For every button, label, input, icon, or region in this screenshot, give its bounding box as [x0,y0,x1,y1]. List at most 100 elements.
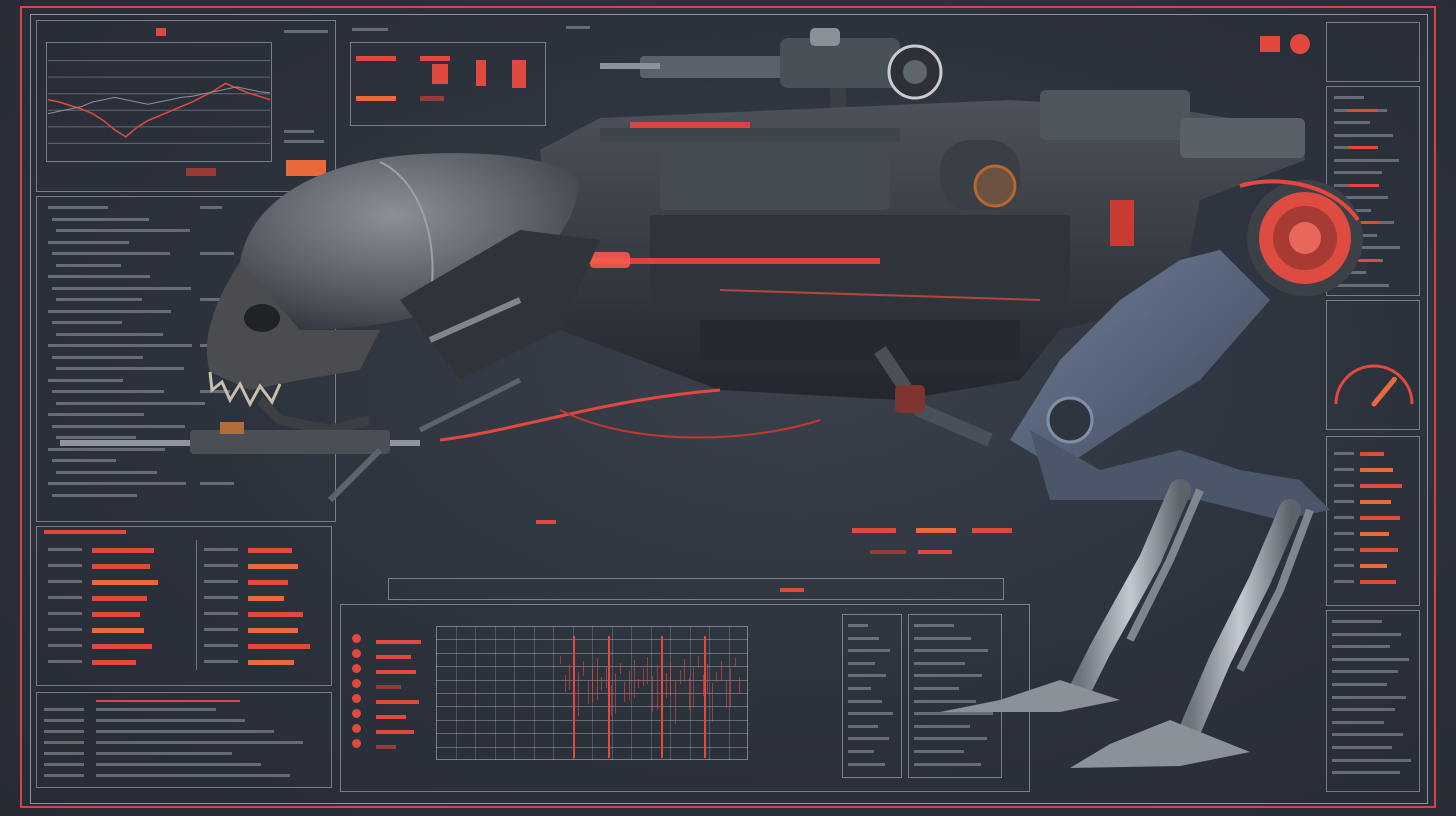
signal-trace [721,661,722,680]
scope-level-bar [376,670,416,674]
text-line [56,470,157,474]
text-line [48,378,123,382]
scan-line [704,636,706,758]
bar-label [48,660,82,663]
status-dot-icon [352,739,361,748]
right-level-bar [1360,500,1391,504]
foot-claw [940,680,1120,712]
bar-label [204,612,238,615]
right-note-line [1332,695,1406,699]
log-line [96,719,245,722]
side-line [848,624,868,627]
signal-trace [656,665,658,710]
level-bar [92,644,152,649]
text-line [200,206,222,209]
signal-trace [596,658,598,700]
bar-label [204,628,238,631]
signal-trace [592,669,594,702]
side-line [914,649,988,653]
right-note-line [1332,620,1382,623]
right-chip [1348,146,1378,149]
right-panel-notes [1326,610,1420,792]
text-line [48,275,150,278]
right-line [1334,452,1354,455]
side-line [848,712,893,716]
right-level-bar [1360,580,1396,584]
signal-trace [739,677,741,694]
scope-frame [436,626,748,760]
scope-side-panel [842,614,902,778]
scope-level-bar [376,730,414,734]
right-level-bar [1360,484,1402,488]
right-line [1334,484,1354,487]
side-line [914,636,971,640]
mech-body [520,90,1305,447]
center-chip [916,528,956,533]
side-line [848,750,874,753]
scope-gridline [475,626,476,760]
status-matrix-panel [36,526,332,686]
level-bar [356,96,396,101]
right-line [1334,121,1370,124]
right-level-bar [1360,468,1393,472]
status-dot-icon [352,724,361,733]
status-dot-icon [352,664,361,673]
right-line [1334,196,1388,199]
bar-label [204,564,238,567]
signal-trace [702,675,704,696]
level-bar [248,612,303,617]
scope-gridline [436,706,748,708]
text-line [284,140,324,143]
bar-label [48,596,82,599]
inner-frame [30,14,1428,804]
text-line [566,26,590,29]
text-line [284,130,314,133]
scope-level-bar [376,640,421,644]
center-chip [852,528,896,533]
scope-gridline [611,626,613,760]
side-line [914,674,982,678]
log-line [96,763,261,766]
level-bar [248,580,288,585]
status-dot-icon [352,709,361,718]
scope-level-bar [376,715,406,719]
indicator-chip [286,160,326,176]
status-dot-icon [352,634,361,643]
text-line [56,298,142,301]
signal-trace [610,685,612,716]
side-line [914,699,976,703]
text-line [52,459,116,462]
right-line [1334,564,1354,567]
right-level-bar [1360,548,1398,552]
bar-label [48,644,82,647]
side-line [914,712,993,716]
mech-legs [940,479,1314,768]
bar-label [48,628,82,631]
right-level-bar [1360,532,1389,536]
center-chip [870,550,906,554]
signal-trace [652,676,653,712]
right-note-line [1332,632,1401,636]
level-bar [92,628,144,633]
signal-trace [684,659,686,682]
text-line [48,413,144,416]
scope-side-panel [908,614,1002,778]
signal-trace [633,660,635,698]
text-line [48,344,192,347]
right-line [1334,158,1399,162]
scope-gridline [631,626,632,760]
neck-mechanics [400,230,600,380]
signal-trace [629,671,630,700]
scope-gridline [436,746,748,748]
side-line [848,699,882,703]
scope-gridline [436,733,748,735]
scope-gridline [436,719,748,721]
log-line [44,774,84,777]
side-line [914,624,954,627]
signal-trace [716,672,718,682]
text-line [200,482,234,485]
text-line [56,367,184,370]
signal-trace [573,683,575,718]
signal-trace [698,656,699,668]
